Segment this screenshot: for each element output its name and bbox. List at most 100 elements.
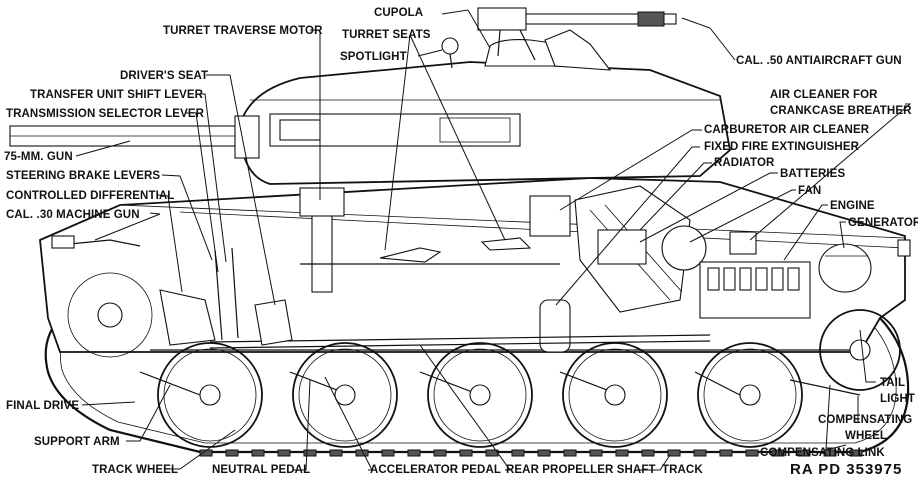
leader-engine [783, 204, 828, 261]
track-shoe-20 [693, 449, 707, 457]
selector-lever [231, 247, 239, 339]
track-wheel-hub-3 [469, 384, 491, 406]
label-cupola: CUPOLA [374, 7, 423, 19]
label-final-drive: FINAL DRIVE [6, 400, 79, 412]
aa-mount [544, 29, 612, 71]
support-arm-5 [694, 371, 741, 396]
track-wheel-rim-2 [298, 348, 392, 442]
propeller-shaft-2 [209, 340, 711, 349]
leader-turret-seats-b [409, 34, 506, 241]
track-wheel-4 [562, 342, 668, 448]
track-shoe-10 [433, 449, 447, 457]
leader-differential [157, 194, 183, 293]
traverse-motor [299, 187, 345, 217]
track-shoe-26 [849, 449, 863, 457]
track-shoe-4 [277, 449, 291, 457]
label-spotlight: SPOTLIGHT [340, 51, 407, 63]
leader-neutral-pedal [294, 379, 311, 471]
engine-cylinder-2 [723, 267, 736, 291]
leader-radiator [639, 162, 712, 231]
leader-lines [75, 9, 912, 471]
drivers-seat [254, 299, 293, 346]
label-transfer-unit-shift-lever: TRANSFER UNIT SHIFT LEVER [30, 89, 204, 101]
leader-crankcase-cleaner [749, 103, 912, 241]
track-wheel-rim-4 [568, 348, 662, 442]
label-cal50: CAL. .50 ANTIAIRCRAFT GUN [736, 55, 902, 67]
cal30-mount [51, 235, 75, 249]
support-arm-1 [139, 371, 201, 396]
propeller-shaft [209, 334, 711, 343]
track-shoe-9 [407, 449, 421, 457]
track-wheel-3 [427, 342, 533, 448]
track-shoe-8 [381, 449, 395, 457]
leader-support-arm [126, 384, 171, 442]
label-radiator: RADIATOR [714, 157, 775, 169]
label-compensating: COMPENSATING [818, 414, 912, 426]
label-transmission-selector-lever: TRANSMISSION SELECTOR LEVER [6, 108, 205, 120]
label-track: TRACK [662, 464, 703, 476]
track-wheel-1 [157, 342, 263, 448]
track-wheel-rim-1 [163, 348, 257, 442]
leader-fan [689, 189, 796, 243]
track-wheel-hub-4 [604, 384, 626, 406]
label-ra-pd-number: RA PD 353975 [790, 461, 902, 478]
label-track-wheel: TRACK WHEEL [92, 464, 178, 476]
turret-seat-right [480, 237, 532, 251]
track-wheel-rim-3 [433, 348, 527, 442]
label-fan: FAN [798, 185, 821, 197]
track-shoe-23 [771, 449, 785, 457]
leader-selector-lever [186, 112, 219, 273]
label-air-cleaner-2: CRANKCASE BREATHER [770, 105, 912, 117]
spotlight-stem [449, 53, 453, 69]
track-wheel-hub-5 [739, 384, 761, 406]
leader-track [636, 454, 671, 471]
label-carburetor-air-cleaner: CARBURETOR AIR CLEANER [704, 124, 870, 136]
track-shoe-5 [303, 449, 317, 457]
generator [818, 243, 872, 293]
leader-cal30 [94, 212, 161, 241]
label-air-cleaner-1: AIR CLEANER FOR [770, 89, 878, 101]
label-controlled-differential: CONTROLLED DIFFERENTIAL [6, 190, 174, 202]
engine-cylinder-6 [787, 267, 800, 291]
track-shoe-24 [797, 449, 811, 457]
leader-drivers-seat [206, 74, 276, 306]
turret-seat-left [379, 247, 442, 263]
recoil-guard [439, 117, 511, 143]
label-steering-brake-levers: STEERING BRAKE LEVERS [6, 170, 160, 182]
cal50-receiver [477, 7, 527, 31]
callout-labels: CUPOLA TURRET SEATS SPOTLIGHT CAL. .50 A… [4, 7, 918, 478]
label-engine: ENGINE [830, 200, 875, 212]
batteries [597, 229, 647, 265]
leader-transfer-lever [196, 93, 227, 263]
label-support-arm: SUPPORT ARM [34, 436, 120, 448]
label-neutral-pedal: NEUTRAL PEDAL [212, 464, 310, 476]
label-cal30-machine-gun: CAL. .30 MACHINE GUN [6, 209, 140, 221]
label-75mm-gun: 75-MM. GUN [4, 151, 73, 163]
cal50-pintle [497, 29, 536, 61]
track-wheel-5 [697, 342, 803, 448]
leader-generator [839, 221, 846, 249]
compensating-wheel [819, 309, 901, 391]
compensating-link-bar [789, 379, 861, 396]
track-wheel-hub-2 [334, 384, 356, 406]
track-inner [59, 309, 897, 444]
leader-75mm [75, 140, 131, 157]
hull-deck-line [119, 204, 906, 239]
label-batteries: BATTERIES [780, 168, 845, 180]
leader-extinguisher [555, 146, 700, 306]
label-compensating-link: COMPENSATING LINK [760, 447, 885, 459]
leader-tail-light [859, 329, 876, 383]
cal50-muzzle [637, 11, 665, 27]
label-tail: TAIL [880, 377, 905, 389]
compensating-wheel-hub [849, 339, 871, 361]
leader-cupola [441, 9, 491, 49]
engine-cylinder-3 [739, 267, 752, 291]
breech-block [279, 119, 321, 141]
carburetor-air-cleaner [529, 195, 571, 237]
leader-track-wheel [168, 429, 236, 470]
engine-cylinders [707, 267, 800, 291]
engine-cylinder-1 [707, 267, 720, 291]
track-wheel-2 [292, 342, 398, 448]
final-drive-sprocket [67, 272, 153, 358]
